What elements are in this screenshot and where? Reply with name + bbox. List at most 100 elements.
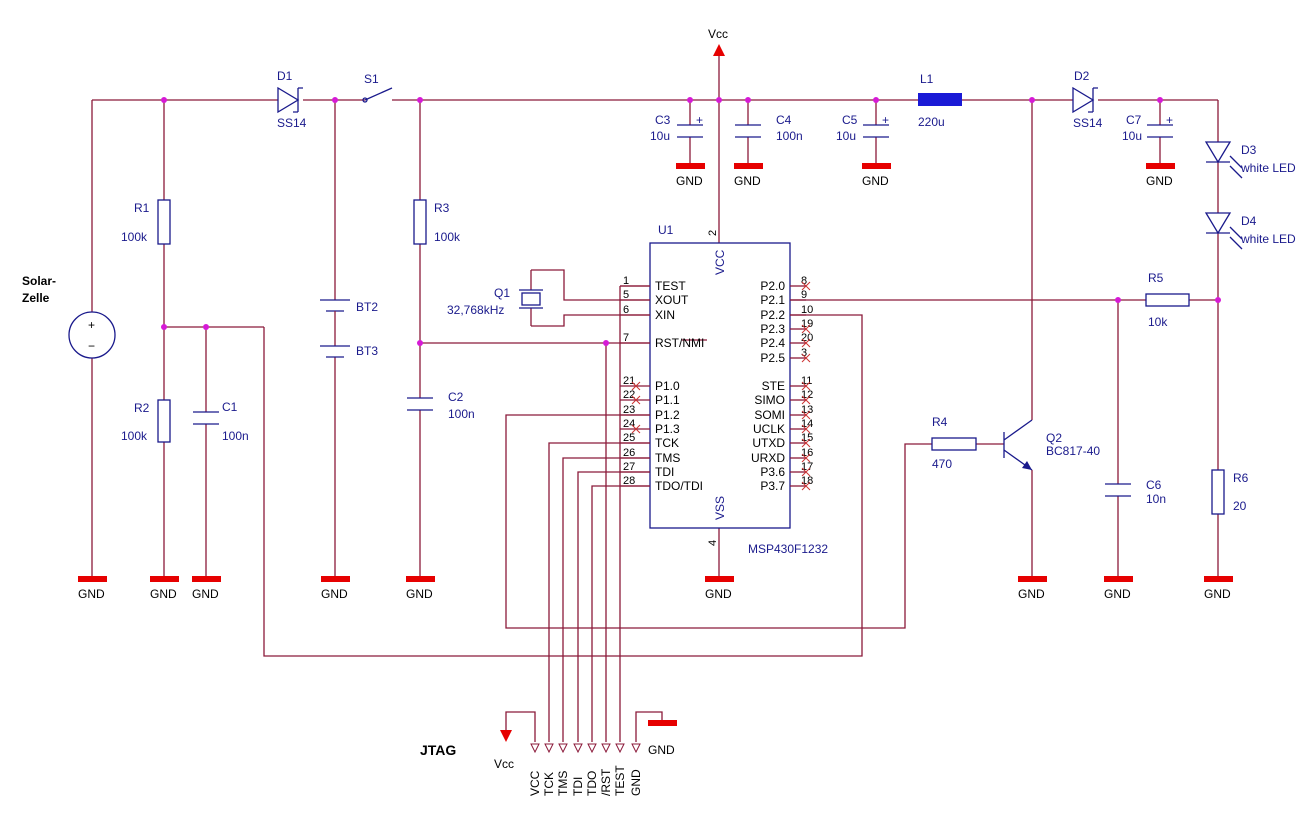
no-connect-mark xyxy=(631,424,641,434)
no-connect-mark xyxy=(801,338,811,348)
svg-text:D2: D2 xyxy=(1074,69,1090,83)
pin-name: P1.2 xyxy=(655,408,680,422)
svg-text:+: + xyxy=(88,318,95,332)
svg-text:BT2: BT2 xyxy=(356,300,378,314)
svg-text:GND: GND xyxy=(150,587,177,601)
no-connect-mark xyxy=(801,410,811,420)
resistor-r6: R6 20 xyxy=(1211,469,1249,515)
svg-text:white LED: white LED xyxy=(1240,161,1296,175)
svg-text:20: 20 xyxy=(1233,499,1247,513)
u1-right-pins: 8P2.09P2.110P2.219P2.320P2.43P2.511STE12… xyxy=(751,275,813,493)
jtag-pin-label: GND xyxy=(629,769,643,796)
u1-pin-p2-1: 9P2.1 xyxy=(760,289,807,307)
no-connect-mark xyxy=(801,381,811,391)
pin-name: TMS xyxy=(655,451,680,465)
svg-text:R4: R4 xyxy=(932,415,948,429)
svg-text:U1: U1 xyxy=(658,223,674,237)
junctions xyxy=(161,97,1221,346)
no-connect-mark xyxy=(631,395,641,405)
pin-name: TDI xyxy=(655,465,674,479)
capacitor-c2: C2 100n xyxy=(407,390,475,421)
jtag-pin-test: TEST xyxy=(613,743,627,796)
u1-pin-rst-nmi: 7 RST/NMI xyxy=(620,332,704,350)
u1-pin-p2-0: 8P2.0 xyxy=(760,275,811,293)
pin-number: 9 xyxy=(801,289,807,301)
no-connect-mark xyxy=(801,453,811,463)
svg-text:10k: 10k xyxy=(1148,315,1168,329)
svg-text:C5: C5 xyxy=(842,113,858,127)
jtag-pin-tdo: TDO xyxy=(585,743,599,796)
pin-name: P2.5 xyxy=(760,351,785,365)
jtag-pin-vcc: VCC xyxy=(528,743,542,796)
ground-symbols xyxy=(78,163,1233,726)
pin-number: 23 xyxy=(623,404,635,416)
wires xyxy=(91,55,1219,742)
svg-text:C1: C1 xyxy=(222,400,238,414)
svg-text:C2: C2 xyxy=(448,390,464,404)
pin-number: 24 xyxy=(623,418,635,430)
svg-text:GND: GND xyxy=(705,587,732,601)
pin-name: SOMI xyxy=(754,408,785,422)
pin-number: 25 xyxy=(623,432,635,444)
svg-text:GND: GND xyxy=(648,743,675,757)
svg-text:Zelle: Zelle xyxy=(22,291,50,305)
capacitor-c5: + C5 10u xyxy=(836,113,889,143)
jtag-pin-label: TEST xyxy=(613,765,627,796)
jtag-pin-label: /RST xyxy=(599,768,613,796)
jtag-pin-tck: TCK xyxy=(542,743,556,796)
pin-number: 3 xyxy=(801,347,807,359)
svg-text:32,768kHz: 32,768kHz xyxy=(447,303,504,317)
ground-labels: GND GND GND GND GND GND GND GND GND GND … xyxy=(78,174,1231,757)
svg-text:MSP430F1232: MSP430F1232 xyxy=(748,542,828,556)
pin-name: URXD xyxy=(751,451,785,465)
pin-number: 21 xyxy=(623,375,635,387)
pin-name: P1.3 xyxy=(655,422,680,436)
svg-text:R6: R6 xyxy=(1233,471,1249,485)
pin-name: RST/NMI xyxy=(655,336,704,350)
no-connect-mark xyxy=(631,381,641,391)
pin-number: 7 xyxy=(623,332,629,344)
led-d3: D3 white LED xyxy=(1204,141,1296,179)
led-d4: D4 white LED xyxy=(1204,212,1296,250)
no-connect-mark xyxy=(801,424,811,434)
pin-number: 11 xyxy=(801,375,812,387)
jtag-pin-label: VCC xyxy=(528,770,542,796)
resistor-r4: R4 470 xyxy=(931,415,977,471)
jtag-pin-label: TMS xyxy=(556,771,570,796)
vcc-jtag-symbol: Vcc xyxy=(494,730,514,771)
svg-text:GND: GND xyxy=(192,587,219,601)
svg-text:10u: 10u xyxy=(1122,129,1142,143)
pin-name: UCLK xyxy=(753,422,785,436)
svg-text:GND: GND xyxy=(676,174,703,188)
crystal-q1: Q1 32,768kHz xyxy=(447,286,543,317)
no-connect-mark xyxy=(801,353,811,363)
pin-name: P1.1 xyxy=(655,393,680,407)
svg-text:100k: 100k xyxy=(121,429,148,443)
svg-text:10u: 10u xyxy=(650,129,670,143)
svg-text:220u: 220u xyxy=(918,115,945,129)
svg-text:S1: S1 xyxy=(364,72,379,86)
pin-name: P2.4 xyxy=(760,336,785,350)
no-connect-mark xyxy=(801,467,811,477)
svg-text:L1: L1 xyxy=(920,72,934,86)
pin-name: TCK xyxy=(655,436,679,450)
diode-d2: D2 SS14 xyxy=(1072,69,1103,130)
jtag-pin-label: TCK xyxy=(542,772,556,796)
svg-text:2: 2 xyxy=(707,230,719,236)
svg-text:+: + xyxy=(882,113,889,127)
svg-text:100k: 100k xyxy=(434,230,461,244)
u1-pin-p1-3: 24 P1.3 xyxy=(620,418,680,436)
capacitor-c7: + C7 10u xyxy=(1122,113,1173,143)
